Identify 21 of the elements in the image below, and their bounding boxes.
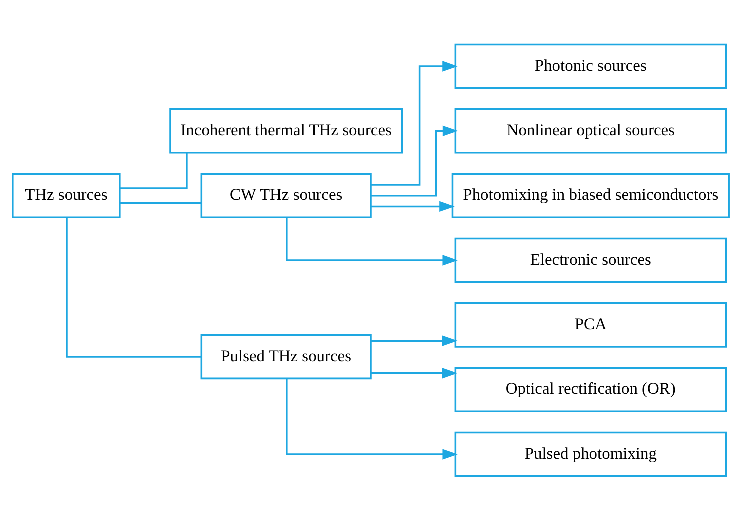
- node-box: Optical rectification (OR): [454, 366, 728, 412]
- node-box: Electronic sources: [454, 237, 728, 283]
- connector: [120, 202, 202, 204]
- arrow: [371, 125, 458, 196]
- node-box: Pulsed THz sources: [200, 334, 372, 380]
- arrow: [371, 200, 455, 212]
- arrow: [286, 378, 458, 460]
- node-box: Incoherent thermal THz sources: [170, 108, 404, 154]
- arrow: [371, 60, 458, 186]
- node-box: THz sources: [12, 172, 121, 218]
- connector: [120, 152, 188, 189]
- node-box: PCA: [454, 302, 728, 348]
- node-box: Pulsed photomixing: [454, 431, 728, 477]
- node-box: Photonic sources: [454, 43, 728, 89]
- node-box: CW THz sources: [200, 172, 372, 218]
- node-box: Photomixing in biased semiconductors: [452, 172, 730, 218]
- arrow: [371, 335, 458, 346]
- arrow: [286, 217, 458, 266]
- arrow: [371, 368, 458, 378]
- connector: [66, 217, 202, 358]
- node-box: Nonlinear optical sources: [454, 108, 728, 154]
